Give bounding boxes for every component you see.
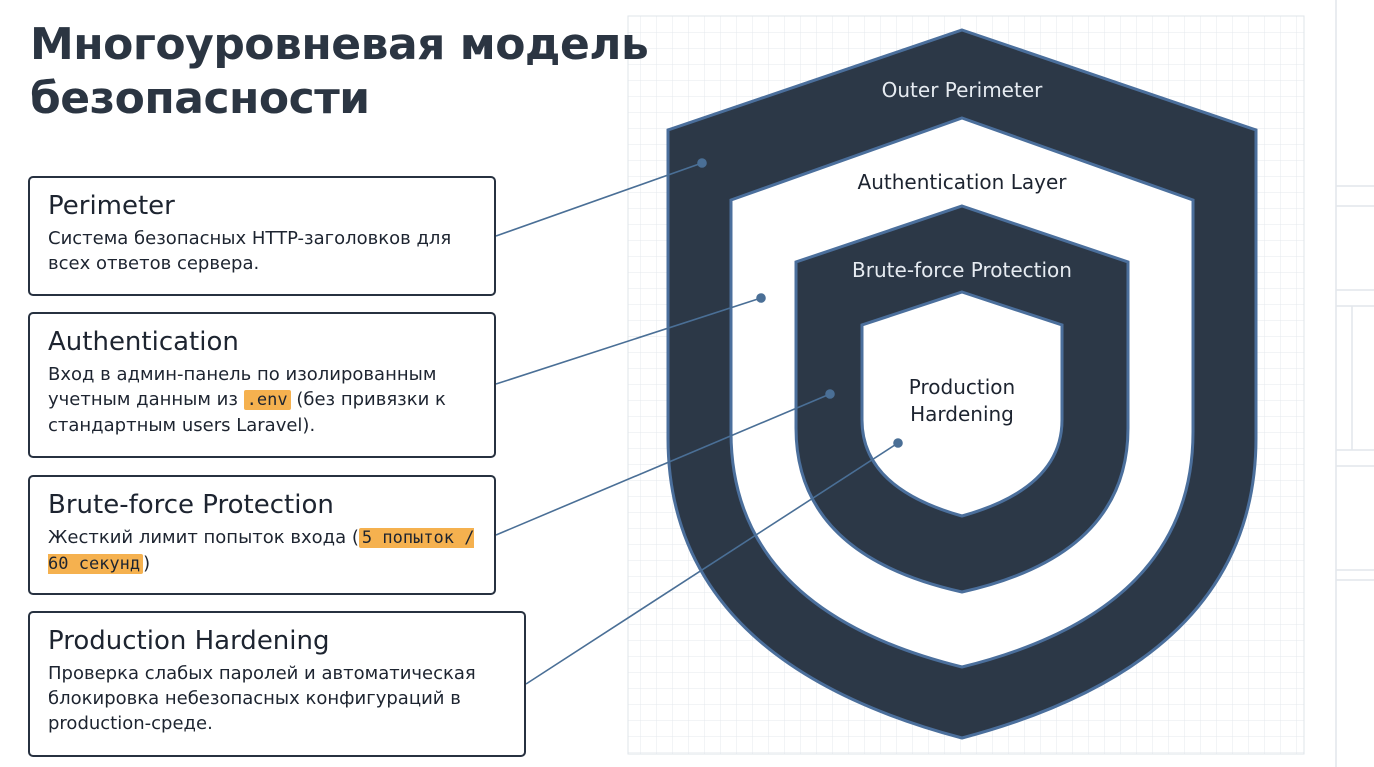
production-hardening-card-description: Проверка слабых паролей и автоматическая… — [48, 661, 506, 736]
brute-force-card: Brute-force Protection Жесткий лимит поп… — [28, 475, 496, 595]
perimeter-card: Perimeter Система безопасных HTTP-заголо… — [28, 176, 496, 296]
page-title-line2: безопасности — [30, 73, 370, 124]
shield-outer-perimeter — [666, 28, 1258, 740]
brute-force-card-description: Жесткий лимит попыток входа (5 попыток /… — [48, 525, 476, 577]
production-hardening-desc-text: Проверка слабых паролей и автоматическая… — [48, 663, 476, 734]
shield-production-core — [860, 290, 1064, 518]
perimeter-card-description: Система безопасных HTTP-заголовков для в… — [48, 226, 476, 276]
page-title-line1: Многоуровневая модель — [30, 19, 649, 70]
authentication-card-title: Authentication — [48, 327, 239, 357]
shield-brute-force-layer — [794, 204, 1130, 594]
shield-brute-label: Brute-force Protection — [852, 258, 1072, 282]
shield-auth-label: Authentication Layer — [858, 170, 1068, 194]
authentication-card-description: Вход в админ-панель по изолированным уче… — [48, 362, 476, 438]
perimeter-card-title: Perimeter — [48, 191, 175, 221]
shield-outer-label: Outer Perimeter — [882, 78, 1044, 102]
page-title: Многоуровневая модель безопасности — [30, 18, 649, 126]
grid-background — [627, 15, 1305, 755]
production-hardening-card: Production Hardening Проверка слабых пар… — [28, 611, 526, 757]
shield-core-label-line1: Production — [909, 375, 1015, 399]
shield-core-label-line2: Hardening — [910, 402, 1014, 426]
shield-authentication-layer — [729, 116, 1195, 669]
perimeter-desc-text: Система безопасных HTTP-заголовков для в… — [48, 228, 452, 274]
connector-lines — [495, 158, 903, 685]
edge-panel-lines — [1336, 185, 1374, 581]
brute-force-card-title: Brute-force Protection — [48, 490, 334, 520]
brute-force-desc-text-2: ) — [143, 553, 151, 574]
authentication-card: Authentication Вход в админ-панель по из… — [28, 312, 496, 458]
brute-force-desc-text-1: Жесткий лимит попыток входа ( — [48, 527, 359, 548]
authentication-desc-text-2: (без привязки к стандартным users Larave… — [48, 389, 446, 436]
authentication-desc-text-1: Вход в админ-панель по изолированным уче… — [48, 364, 437, 410]
env-code-highlight: .env — [243, 390, 291, 410]
production-hardening-card-title: Production Hardening — [48, 626, 330, 656]
